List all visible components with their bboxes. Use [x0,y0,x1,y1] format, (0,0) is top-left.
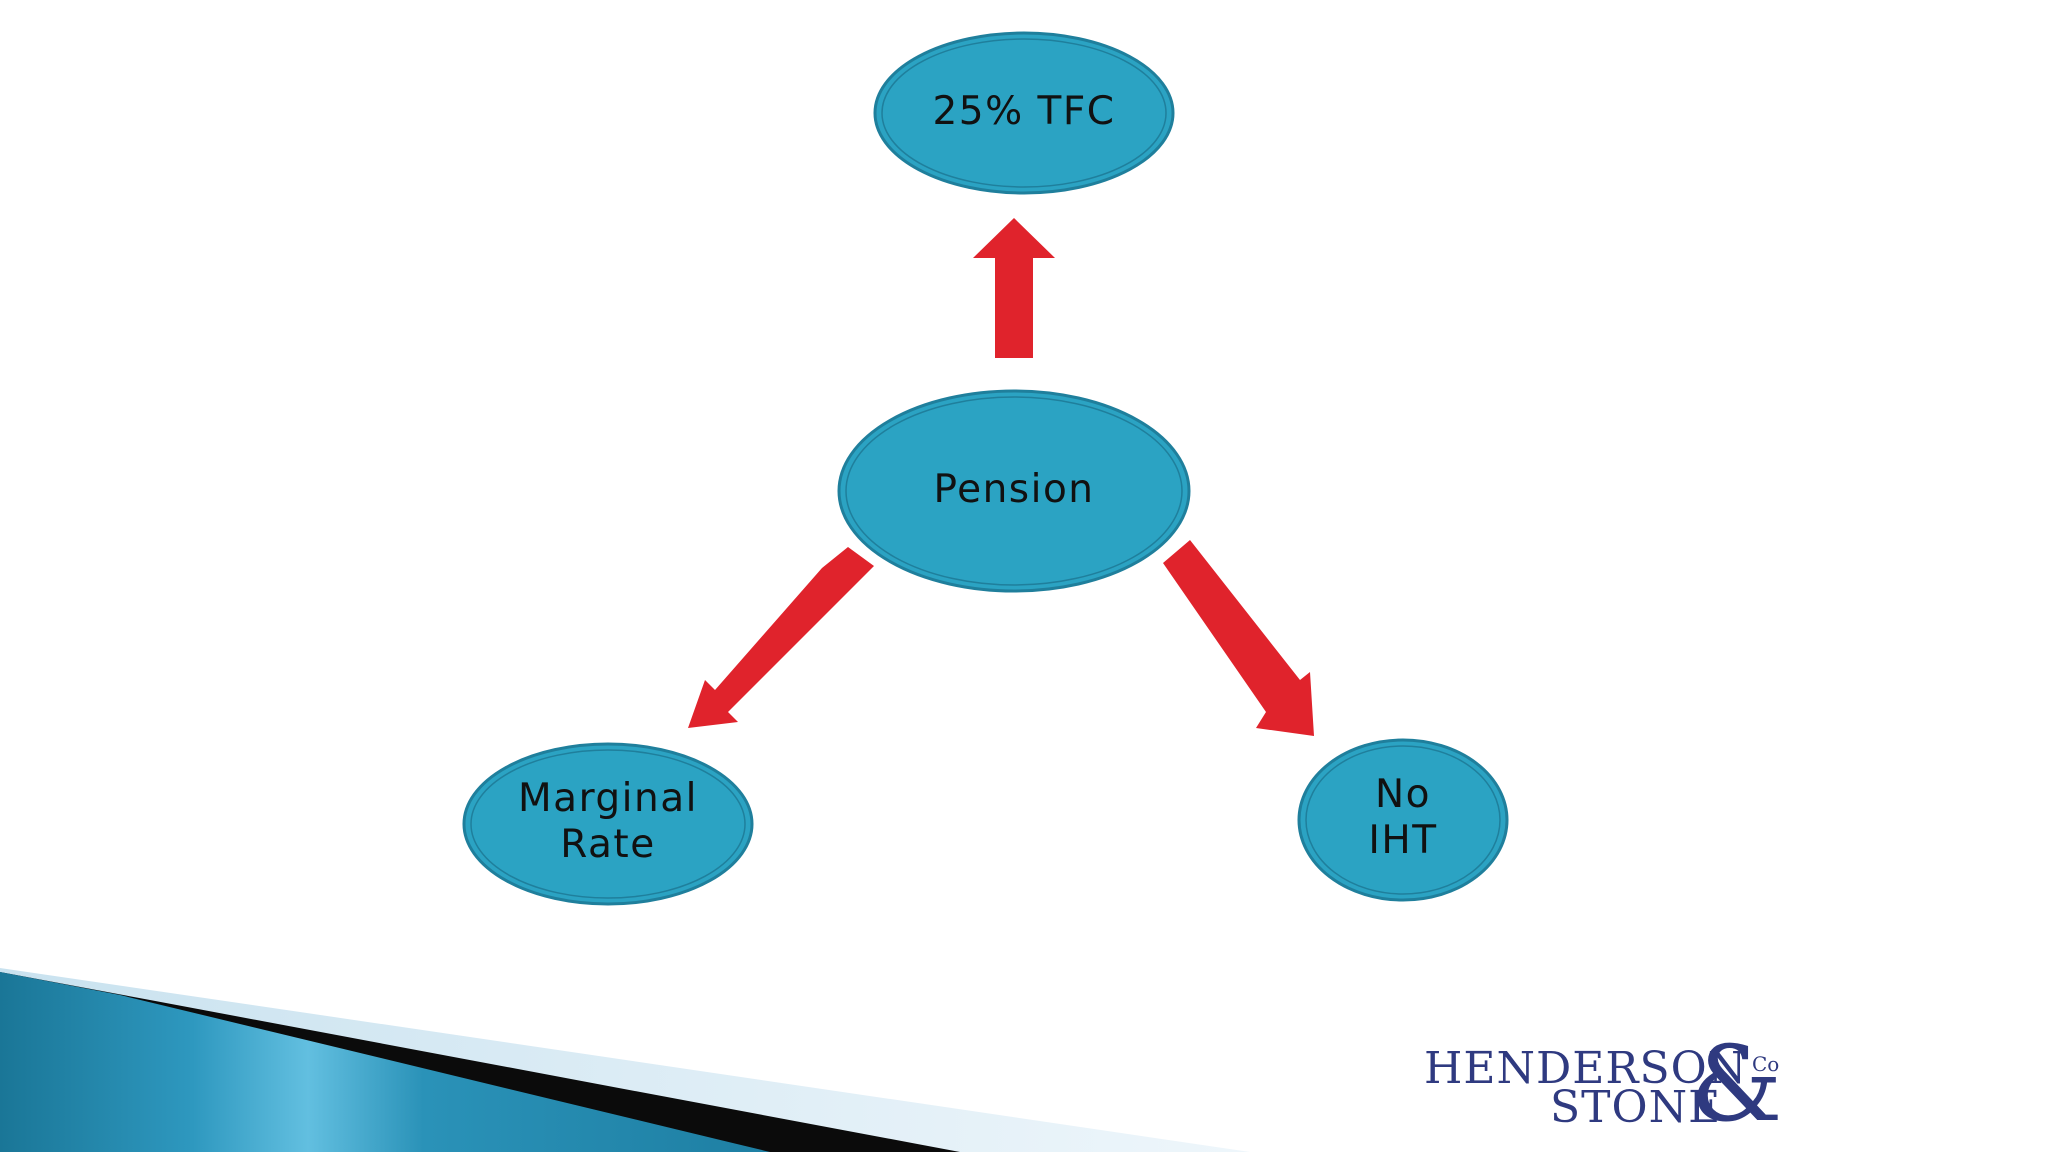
node-25-tfc-label: 25% TFC [932,89,1115,134]
node-pension-label: Pension [933,467,1094,512]
node-marginal-rate-line2: Rate [560,822,655,867]
node-25-tfc: 25% TFC [873,31,1175,195]
logo-co: Co [1752,1052,1779,1076]
node-marginal-rate-line1: Marginal [518,776,698,821]
node-no-iht-line1: No [1375,772,1431,817]
node-no-iht: No IHT [1297,738,1509,902]
arrow-up [973,218,1055,358]
logo-line2: STONE [1550,1082,1721,1133]
logo-ampersand: & [1690,1023,1783,1145]
henderson-stone-logo: HENDERSON STONE & Co [1424,1023,1783,1145]
arrow-down-left [688,547,874,728]
node-pension: Pension [837,389,1191,593]
node-marginal-rate: Marginal Rate [462,742,754,906]
logo-line1: HENDERSON [1424,1043,1747,1094]
node-no-iht-line2: IHT [1368,818,1437,863]
arrow-down-right [1163,540,1314,736]
footer-swoosh [0,968,1250,1152]
